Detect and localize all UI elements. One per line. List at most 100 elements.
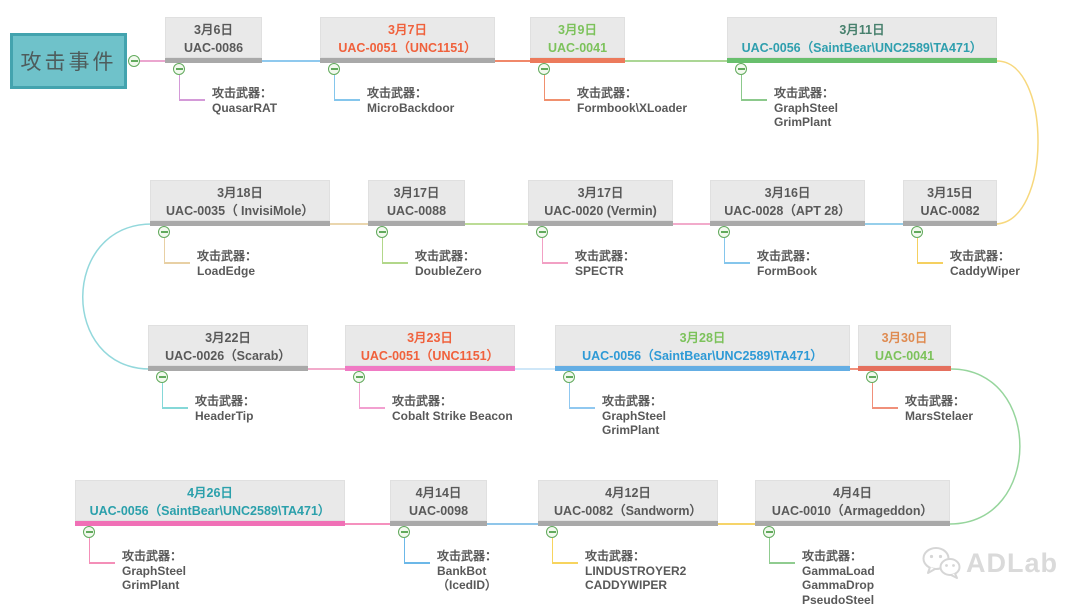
weapon-name: GammaLoad — [802, 563, 875, 578]
node-date: 3月23日 — [407, 331, 453, 345]
node-title-box[interactable]: 3月23日 UAC-0051（UNC1151） — [345, 325, 515, 366]
collapse-minus-icon[interactable] — [763, 526, 775, 538]
attack-event-root-node[interactable]: 攻击事件 — [10, 33, 127, 89]
node-uac-label: UAC-0028（APT 28） — [724, 204, 851, 218]
weapon-prefix: 攻击武器： — [774, 86, 835, 100]
weapon-connector-line — [359, 407, 385, 409]
collapse-minus-icon[interactable] — [538, 63, 550, 75]
node-uac-label: UAC-0056（SaintBear\UNC2589\TA471） — [741, 41, 983, 55]
node-color-bar — [390, 521, 487, 526]
node-date: 3月22日 — [205, 331, 251, 345]
collapse-minus-icon[interactable] — [718, 226, 730, 238]
node-color-bar — [903, 221, 997, 226]
weapon-prefix: 攻击武器： — [905, 394, 966, 408]
weapon-label: 攻击武器：HeaderTip — [195, 394, 255, 423]
weapon-label: 攻击武器：BankBot（IcedID） — [437, 549, 497, 593]
collapse-minus-icon[interactable] — [173, 63, 185, 75]
node-color-bar — [75, 521, 345, 526]
node-uac-label: UAC-0056（SaintBear\UNC2589\TA471） — [582, 349, 823, 363]
collapse-minus-icon[interactable] — [156, 371, 168, 383]
weapon-name: GammaDrop — [802, 578, 875, 592]
weapon-connector-line — [162, 407, 188, 409]
collapse-minus-icon[interactable] — [563, 371, 575, 383]
curve-right-bottom — [949, 368, 1021, 525]
node-title-box[interactable]: 3月16日 UAC-0028（APT 28） — [710, 180, 865, 221]
node-date: 3月28日 — [679, 331, 726, 345]
timeline-connector-segment — [865, 223, 903, 225]
node-uac-label: UAC-0051（UNC1151） — [360, 349, 500, 363]
collapse-minus-icon[interactable] — [866, 371, 878, 383]
node-date: 4月14日 — [415, 486, 462, 500]
collapse-minus-icon[interactable] — [128, 55, 140, 67]
node-color-bar — [858, 366, 951, 371]
collapse-minus-icon[interactable] — [158, 226, 170, 238]
weapon-connector-line — [88, 538, 90, 562]
collapse-minus-icon[interactable] — [376, 226, 388, 238]
weapon-connector-line — [403, 538, 405, 562]
node-color-bar — [530, 58, 625, 63]
timeline-node[interactable]: 3月23日 UAC-0051（UNC1151） — [345, 325, 515, 371]
weapon-connector-line — [164, 262, 190, 264]
node-color-bar — [320, 58, 495, 63]
weapon-name: MicroBackdoor — [367, 100, 455, 115]
collapse-minus-icon[interactable] — [353, 371, 365, 383]
weapon-label: 攻击武器：DoubleZero — [415, 249, 482, 278]
collapse-minus-icon[interactable] — [911, 226, 923, 238]
node-color-bar — [165, 58, 262, 63]
node-date: 3月7日 — [388, 23, 427, 37]
timeline-node[interactable]: 3月28日 UAC-0056（SaintBear\UNC2589\TA471） — [555, 325, 850, 371]
wechat-icon — [922, 547, 961, 579]
weapon-name: GraphSteel — [602, 408, 667, 423]
collapse-minus-icon[interactable] — [328, 63, 340, 75]
weapon-name: BankBot — [437, 563, 487, 578]
weapon-prefix: 攻击武器： — [585, 549, 646, 563]
node-title-box[interactable]: 3月28日 UAC-0056（SaintBear\UNC2589\TA471） — [555, 325, 850, 366]
weapon-connector-line — [161, 383, 163, 407]
collapse-minus-icon[interactable] — [546, 526, 558, 538]
collapse-minus-icon[interactable] — [83, 526, 95, 538]
weapon-prefix: 攻击武器： — [415, 249, 476, 263]
weapon-name: GraphSteel — [122, 563, 187, 578]
node-uac-label: UAC-0010（Armageddon） — [771, 504, 934, 518]
weapon-label: 攻击武器：Formbook\XLoader — [577, 86, 687, 115]
timeline-node[interactable]: 3月16日 UAC-0028（APT 28） — [710, 180, 865, 226]
timeline-connector-segment — [718, 523, 755, 525]
timeline-connector-segment — [625, 60, 727, 62]
timeline-connector-segment — [308, 368, 345, 370]
collapse-minus-icon[interactable] — [735, 63, 747, 75]
node-date: 3月30日 — [881, 331, 928, 345]
weapon-prefix: 攻击武器： — [802, 549, 863, 563]
node-date: 3月16日 — [764, 186, 811, 200]
collapse-minus-icon[interactable] — [536, 226, 548, 238]
collapse-minus-icon[interactable] — [398, 526, 410, 538]
weapon-prefix: 攻击武器： — [757, 249, 818, 263]
